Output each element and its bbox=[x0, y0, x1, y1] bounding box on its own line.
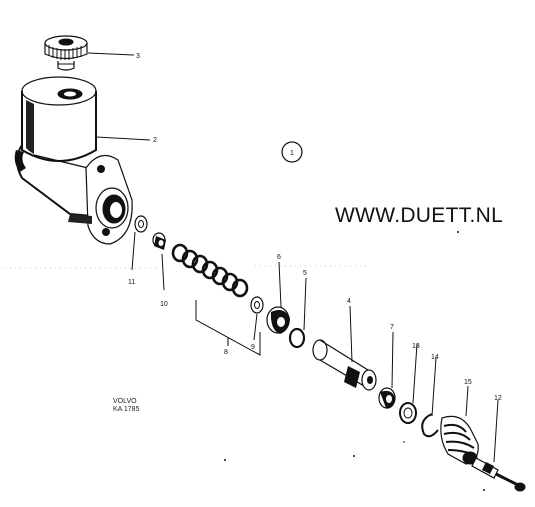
part-12-push-rod bbox=[471, 457, 526, 492]
scan-specks bbox=[224, 231, 485, 491]
part-4-piston bbox=[312, 339, 377, 391]
callout-5: 5 bbox=[303, 270, 307, 277]
callout-7: 7 bbox=[390, 324, 394, 331]
callout-6: 6 bbox=[277, 254, 281, 261]
figure-reference: 1 bbox=[281, 141, 303, 163]
fluid-reservoir bbox=[21, 76, 97, 162]
drawing-stamp: VOLVO KA 1785 bbox=[113, 398, 139, 414]
callout-4: 4 bbox=[347, 298, 351, 305]
stamp-line-code: KA 1785 bbox=[113, 406, 140, 413]
part-10-valve bbox=[152, 232, 166, 250]
figure-number: 1 bbox=[290, 150, 294, 157]
cylinder-body bbox=[14, 144, 133, 245]
leader-lines bbox=[87, 52, 499, 463]
callout-2: 2 bbox=[153, 137, 157, 144]
part-14-circlip bbox=[421, 413, 439, 438]
part-6-seal-cup bbox=[266, 306, 290, 334]
callout-12: 12 bbox=[494, 395, 502, 402]
part-11-washer bbox=[134, 215, 148, 233]
callout-14: 14 bbox=[431, 354, 439, 361]
stamp-line-make: VOLVO bbox=[113, 398, 137, 405]
callout-11: 11 bbox=[128, 279, 135, 286]
watermark-url: WWW.DUETT.NL bbox=[335, 204, 504, 227]
scan-dotted-line bbox=[5, 265, 370, 269]
callout-10: 10 bbox=[160, 301, 168, 308]
callout-15: 15 bbox=[464, 379, 472, 386]
part-5-o-ring bbox=[288, 327, 306, 349]
part-8-spring bbox=[171, 243, 249, 298]
callout-9: 9 bbox=[251, 344, 255, 351]
callout-labels: 3 2 11 10 8 9 6 5 4 7 13 14 15 12 bbox=[128, 53, 502, 402]
callout-3: 3 bbox=[136, 53, 140, 60]
callout-13: 13 bbox=[412, 343, 420, 350]
part-15-boot bbox=[440, 415, 479, 465]
part-9-retainer bbox=[250, 296, 264, 314]
part-7-seal bbox=[378, 387, 396, 409]
filler-cap bbox=[44, 35, 88, 71]
part-13-washer bbox=[399, 402, 417, 424]
callout-8: 8 bbox=[224, 349, 228, 356]
